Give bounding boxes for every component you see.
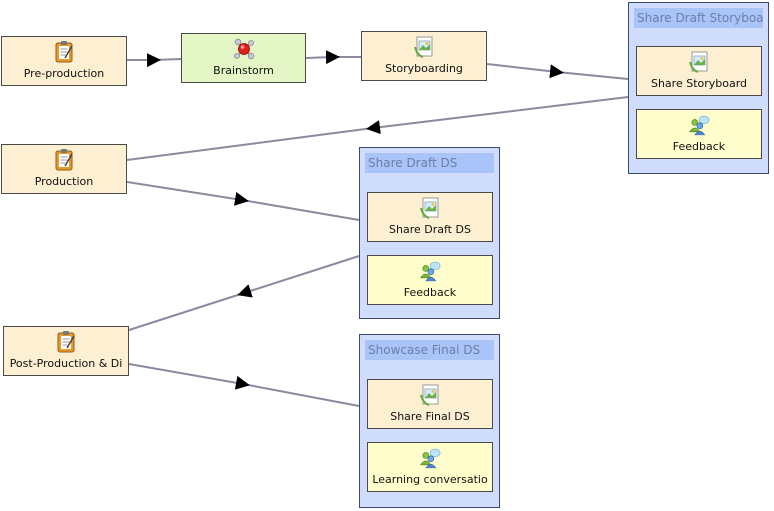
group-share-draft-ds-title: Share Draft DS — [365, 153, 494, 173]
image-share-icon — [413, 35, 435, 59]
edge-postproduction-showcase-final-ds — [128, 363, 360, 407]
image-share-icon — [688, 50, 710, 74]
node-learning-conversation-label: Learning conversatio — [372, 473, 488, 486]
edge-share-draft-storyboard-production — [126, 96, 629, 161]
node-draft-ds-feedback[interactable]: Feedback — [367, 255, 493, 305]
node-preproduction[interactable]: Pre-production — [1, 36, 127, 86]
node-storyboard-feedback-label: Feedback — [672, 140, 726, 153]
people-chat-icon — [419, 446, 441, 470]
node-brainstorm-label: Brainstorm — [213, 64, 274, 77]
edge-production-share-draft-ds — [126, 181, 360, 221]
node-brainstorm[interactable]: Brainstorm — [181, 33, 306, 83]
edge-share-draft-ds-postproduction — [128, 255, 360, 331]
node-share-storyboard-label: Share Storyboard — [650, 77, 748, 90]
people-chat-icon — [419, 259, 441, 283]
people-chat-icon — [688, 113, 710, 137]
node-storyboard-feedback[interactable]: Feedback — [636, 109, 762, 159]
notepad-icon — [55, 330, 77, 354]
node-postproduction-label: Post-Production & Di — [9, 357, 123, 370]
group-share-draft-storyboard[interactable]: Share Draft Storyboa Share Storyboard Fe… — [628, 2, 769, 174]
group-share-draft-storyboard-title: Share Draft Storyboa — [634, 8, 763, 28]
edge-preproduction-brainstorm — [127, 53, 182, 68]
node-storyboarding-label: Storyboarding — [385, 62, 463, 75]
group-showcase-final-ds-title: Showcase Final DS — [365, 340, 494, 360]
node-share-draft-ds-label: Share Draft DS — [389, 223, 471, 236]
notepad-icon — [53, 40, 75, 64]
image-share-icon — [419, 196, 441, 220]
node-learning-conversation[interactable]: Learning conversatio — [367, 442, 493, 492]
node-share-storyboard[interactable]: Share Storyboard — [636, 46, 762, 96]
node-share-final-ds-label: Share Final DS — [390, 410, 470, 423]
node-share-draft-ds[interactable]: Share Draft DS — [367, 192, 493, 242]
group-share-draft-ds[interactable]: Share Draft DS Share Draft DS Feedback — [359, 147, 500, 319]
node-production[interactable]: Production — [1, 144, 127, 194]
edge-brainstorm-storyboarding — [305, 50, 361, 65]
image-share-icon — [419, 383, 441, 407]
node-postproduction[interactable]: Post-Production & Di — [3, 326, 129, 376]
notepad-icon — [53, 148, 75, 172]
node-share-final-ds[interactable]: Share Final DS — [367, 379, 493, 429]
group-showcase-final-ds[interactable]: Showcase Final DS Share Final DS Learnin… — [359, 334, 500, 508]
brainstorm-molecule-icon — [233, 37, 255, 61]
node-draft-ds-feedback-label: Feedback — [403, 286, 457, 299]
node-production-label: Production — [34, 175, 94, 188]
edge-storyboarding-share-draft-storyboard — [486, 63, 629, 80]
node-preproduction-label: Pre-production — [23, 67, 105, 80]
node-storyboarding[interactable]: Storyboarding — [361, 31, 487, 81]
